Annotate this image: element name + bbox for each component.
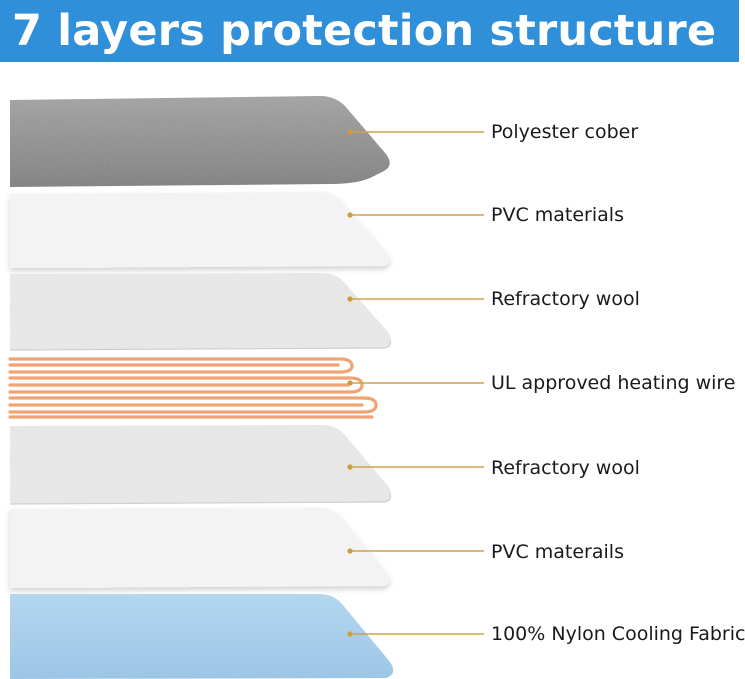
title-banner: 7 layers protection structure [0,0,739,62]
layer-label-pvc-top: PVC materials [491,204,624,226]
layer-pvc-top [10,192,390,268]
layer-polyester-cover [10,96,390,187]
layer-pvc-bottom [10,508,390,588]
layer-refractory-wool-top [9,273,392,351]
layers-graphic [8,96,484,679]
layer-label-polyester-cover: Polyester cober [491,121,639,143]
leader-lines [350,131,484,635]
layer-diagram: Polyester cober PVC materials Refractory… [0,62,745,679]
layer-label-refractory-wool-bottom: Refractory wool [491,457,640,479]
layer-label-refractory-wool-top: Refractory wool [491,288,640,310]
layer-nylon-cooling-fabric [10,594,394,679]
page-title: 7 layers protection structure [12,6,717,56]
layer-heating-wire [8,357,378,419]
leader-dots [347,129,353,637]
layer-label-heating-wire: UL approved heating wire [491,372,736,394]
layer-refractory-wool-bottom [9,425,392,505]
layer-label-pvc-bottom: PVC materails [491,541,624,563]
layer-label-nylon-cooling-fabric: 100% Nylon Cooling Fabric [491,623,745,645]
